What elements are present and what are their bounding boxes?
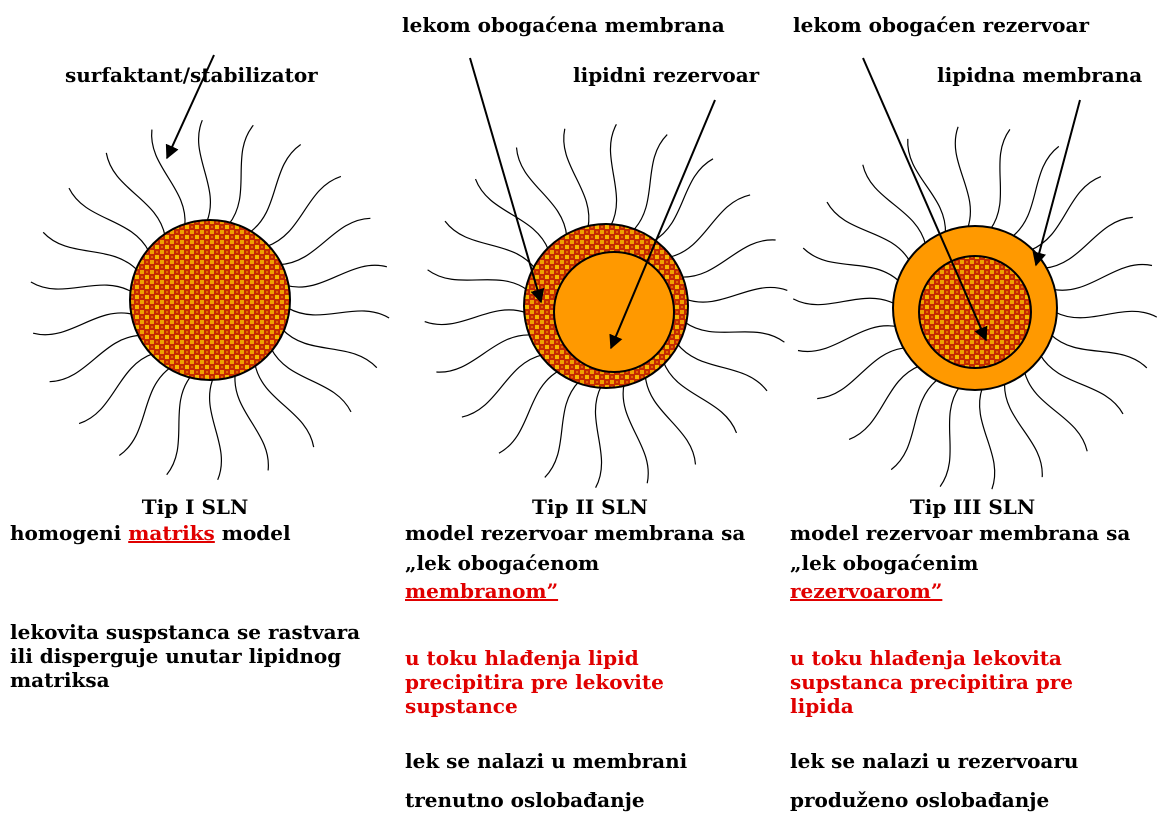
type3-model-link[interactable]: rezervoarom” [790,579,942,603]
type1-title: Tip I SLN [10,495,380,519]
surfactant-tail [595,386,601,488]
surfactant-tail [681,240,776,277]
surfactant-tail [1040,355,1123,414]
surfactant-tail [677,343,767,391]
label-reservoir-drug: lekom obogaćen rezervoar [793,13,1089,37]
surfactant-tail [1055,311,1157,317]
surfactant-tail [499,371,559,454]
surfactant-tail [425,310,527,325]
surfactant-tail [79,354,153,424]
surfactant-tail [31,282,132,292]
arrow-membrane-drug [470,58,541,302]
label-surfaktant: surfaktant/stabilizator [65,63,318,87]
surfactant-tail [255,364,314,447]
surfactant-tail [288,308,390,318]
surfactant-tail [167,376,192,475]
surfactant-tail [229,125,254,224]
surfactant-tail [849,366,920,440]
surfactant-tail [476,179,549,250]
type1-matrix-particle [130,220,290,380]
surfactant-tail [623,384,648,483]
surfactant-tail [645,376,695,465]
type2-model-line1: model rezervoar membrana sa [405,521,745,545]
type3-red-description: u toku hlađenja lekovita supstanca preci… [790,646,1120,718]
surfactant-tail [1030,177,1101,251]
surfactant-tail [817,348,905,399]
surfactant-tail [210,378,222,480]
surfactant-tail [33,313,133,335]
type2-model-link[interactable]: membranom” [405,579,558,603]
surfactant-tail [633,135,667,231]
surfactant-tail [50,335,141,381]
type1-model: homogeni matriks model [10,521,291,545]
arrow-lipid-membrane [1036,100,1080,265]
label-membrane-drug: lekom obogaćena membrana [402,13,725,37]
type3-model-line1: model rezervoar membrana sa [790,521,1130,545]
surfactant-tail [267,176,341,246]
type3-drug-reservoir [919,256,1031,368]
surfactant-tail [793,298,895,304]
surfactant-tail [436,335,531,372]
surfactant-tail [564,129,589,228]
surfactant-tail [990,129,1010,229]
type2-lipid-reservoir [554,252,674,372]
surfactant-tail [610,124,616,226]
type1-model-link[interactable]: matriks [128,521,215,545]
surfactant-tail [1005,382,1043,477]
type2-model-line2: „lek obogaćenom [405,551,599,575]
type2-drug-location: lek se nalazi u membrani [405,749,687,773]
surfactant-tail [152,130,185,227]
surfactant-tail [827,202,910,261]
surfactant-tail [803,248,899,282]
surfactant-tail [980,388,995,490]
surfactant-tail [235,374,268,471]
surfactant-tail [280,218,371,264]
type2-title: Tip II SLN [405,495,775,519]
type3-drug-location: lek se nalazi u rezervoaru [790,749,1078,773]
surfactant-tail [908,139,946,234]
surfactant-tail [69,188,149,251]
type3-model-line2: „lek obogaćenim [790,551,978,575]
type2-red-description: u toku hlađenja lipid precipitira pre le… [405,646,725,718]
type1-description: lekovita suspstanca se rastvara ili disp… [10,620,380,692]
surfactant-tail [428,270,528,290]
surfactant-tail [1053,265,1152,291]
surfactant-tail [1012,146,1059,237]
surfactant-tail [891,379,938,470]
surfactant-tail [940,387,960,487]
surfactant-tail [1044,217,1132,268]
surfactant-tail [955,127,970,229]
surfactant-tail [199,120,211,222]
surfactant-tail [106,153,165,236]
label-lipid-membrane: lipidna membrana [937,63,1142,87]
surfactant-tail [445,221,535,269]
surfactant-tail [287,265,387,287]
surfactant-tail [684,322,784,342]
surfactant-tail [271,349,351,412]
surfactant-tail [686,287,788,302]
surfactant-tail [663,362,736,433]
type2-release: trenutno oslobađanje [405,788,645,812]
surfactant-tail [43,232,138,270]
label-lipid-reservoir: lipidni rezervoar [573,63,759,87]
surfactant-tail [798,326,897,352]
type3-release: produženo oslobađanje [790,788,1049,812]
surfactant-tail [119,367,170,455]
surfactant-tail [1051,334,1147,368]
type3-title: Tip III SLN [790,495,1155,519]
surfactant-tail [517,148,567,237]
surfactant-tail [282,329,377,367]
surfactant-tail [545,381,579,477]
surfactant-tail [249,145,300,233]
